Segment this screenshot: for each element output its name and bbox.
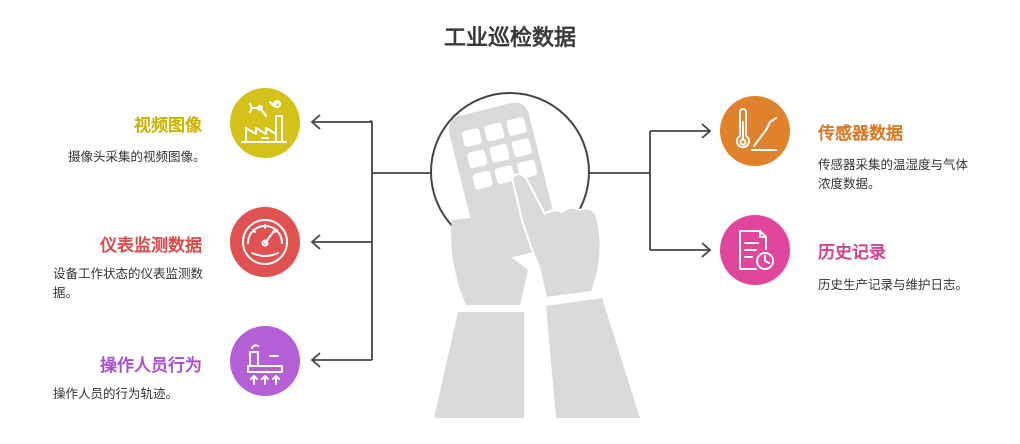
factory-robot-arm-icon — [241, 100, 287, 143]
meter-monitoring-desc: 设备工作状态的仪表监测数据。 — [53, 266, 204, 300]
operator-behavior-desc: 操作人员的行为轨迹。 — [53, 386, 179, 401]
sensor-data-label: 传感器数据 — [818, 124, 903, 144]
history-record-node — [720, 215, 790, 285]
meter-monitoring-node — [230, 207, 300, 277]
video-image-desc: 摄像头采集的视频图像。 — [68, 149, 206, 164]
sensor-data-desc: 传感器采集的温湿度与气体浓度数据。 — [818, 157, 969, 191]
history-record-label: 历史记录 — [818, 243, 886, 263]
history-record-desc: 历史生产记录与维护日志。 — [818, 277, 969, 292]
video-image-label: 视频图像 — [134, 116, 202, 136]
document-clock-icon — [739, 230, 774, 270]
video-image-node — [230, 88, 300, 158]
left-connectors — [310, 114, 430, 368]
personnel-tracking-icon — [247, 344, 283, 385]
hand-on-tablet-icon — [430, 92, 640, 418]
page-title: 工业巡检数据 — [443, 26, 576, 51]
gauge-icon — [242, 219, 288, 265]
sensor-data-node — [720, 96, 790, 166]
right-connectors — [590, 123, 712, 258]
operator-behavior-label: 操作人员行为 — [100, 356, 202, 376]
operator-behavior-node — [230, 326, 300, 396]
meter-monitoring-label: 仪表监测数据 — [100, 236, 202, 256]
thermometer-icon — [736, 108, 777, 151]
